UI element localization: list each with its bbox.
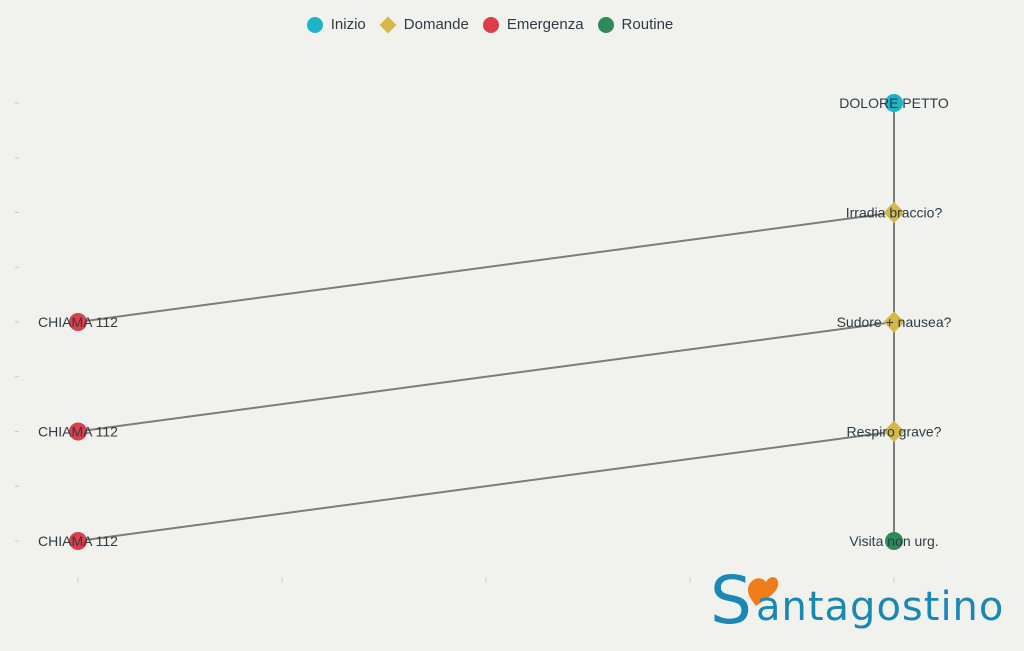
edge-q2-e2 xyxy=(77,321,895,433)
circle-icon xyxy=(597,16,614,33)
legend-item-inizio[interactable]: Inizio xyxy=(306,16,366,33)
axis-ticks xyxy=(15,102,895,583)
legend-label: Domande xyxy=(403,16,469,33)
logo-initial: S xyxy=(710,562,752,639)
legend-label: Inizio xyxy=(330,16,366,33)
node-label-routine: Visita non urg. xyxy=(849,533,938,549)
edge-q3-e3 xyxy=(77,430,895,542)
node-label-e1: CHIAMA 112 xyxy=(38,314,118,330)
legend-items: Inizio Domande Emergenza Routine xyxy=(306,16,688,33)
node-e3[interactable] xyxy=(69,532,87,550)
legend-label: Routine xyxy=(621,16,674,33)
legend-item-domande[interactable]: Domande xyxy=(379,16,469,33)
diamond-icon xyxy=(379,16,397,33)
labels-layer: DOLORE PETTO Irradia braccio? Sudore + nau… xyxy=(38,95,952,549)
node-e2[interactable] xyxy=(69,422,87,441)
logo-heart-icon xyxy=(748,577,779,606)
node-e1[interactable] xyxy=(69,313,87,331)
node-routine[interactable] xyxy=(885,532,903,550)
legend-label: Emergenza xyxy=(506,16,584,33)
circle-icon xyxy=(306,16,323,33)
node-label-e2: CHIAMA 112 xyxy=(38,424,118,440)
circle-icon xyxy=(482,16,499,33)
node-start[interactable] xyxy=(885,94,903,112)
brand-logo: S antagostino xyxy=(708,560,1008,640)
node-q1[interactable] xyxy=(883,201,905,224)
node-label-q1: Irradia braccio? xyxy=(846,205,943,221)
node-q3[interactable] xyxy=(883,420,905,443)
node-q2[interactable] xyxy=(883,311,905,333)
logo-wordmark: antagostino xyxy=(756,584,1005,630)
nodes-layer xyxy=(69,94,905,550)
legend-item-emergenza[interactable]: Emergenza xyxy=(482,16,584,33)
node-label-start: DOLORE PETTO xyxy=(839,95,949,111)
node-label-e3: CHIAMA 112 xyxy=(38,533,118,549)
legend: Inizio Domande Emergenza Routine xyxy=(0,16,1024,33)
legend-item-routine[interactable]: Routine xyxy=(597,16,674,33)
node-label-q2: Sudore + nausea? xyxy=(837,314,952,330)
edges-layer xyxy=(77,103,895,542)
edge-q1-e1 xyxy=(77,211,895,323)
node-label-q3: Respiro grave? xyxy=(847,424,942,440)
